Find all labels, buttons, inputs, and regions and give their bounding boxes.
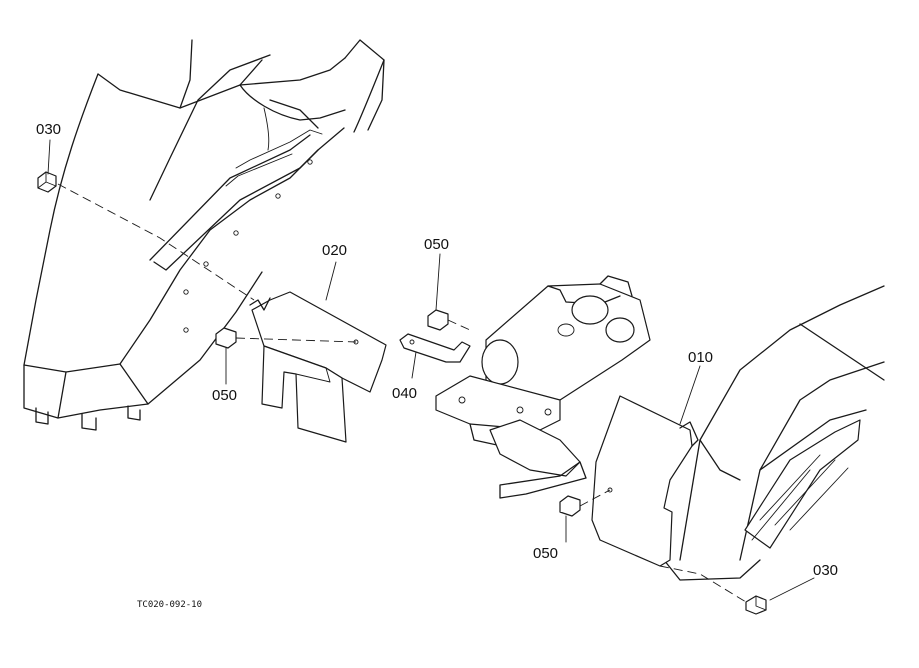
part-010-cover [591,395,699,567]
callout-050-top: 050 [424,236,450,253]
callout-010: 010 [688,349,714,366]
part-020-cover [249,291,387,443]
leader-lines [47,139,815,601]
callout-050-bottom: 050 [533,545,559,562]
callout-040: 040 [392,385,418,402]
assembly-centerlines [57,183,747,603]
part-040-bracket [399,333,471,363]
right-fender-assembly [659,285,885,581]
figure-reference-code: TC020-092-10 [137,600,203,610]
callout-030-right: 030 [813,562,839,579]
bolt-030-right [745,595,767,615]
callout-030-left: 030 [36,121,62,138]
bolt-030-left [37,171,57,193]
bolt-050-top [427,309,449,331]
bolt-050-left [215,327,237,349]
central-pump-unit [435,275,651,499]
left-fender-assembly [23,39,385,431]
callout-050-left: 050 [212,387,238,404]
bolt-050-bottom [559,495,581,517]
callout-020: 020 [322,242,348,259]
